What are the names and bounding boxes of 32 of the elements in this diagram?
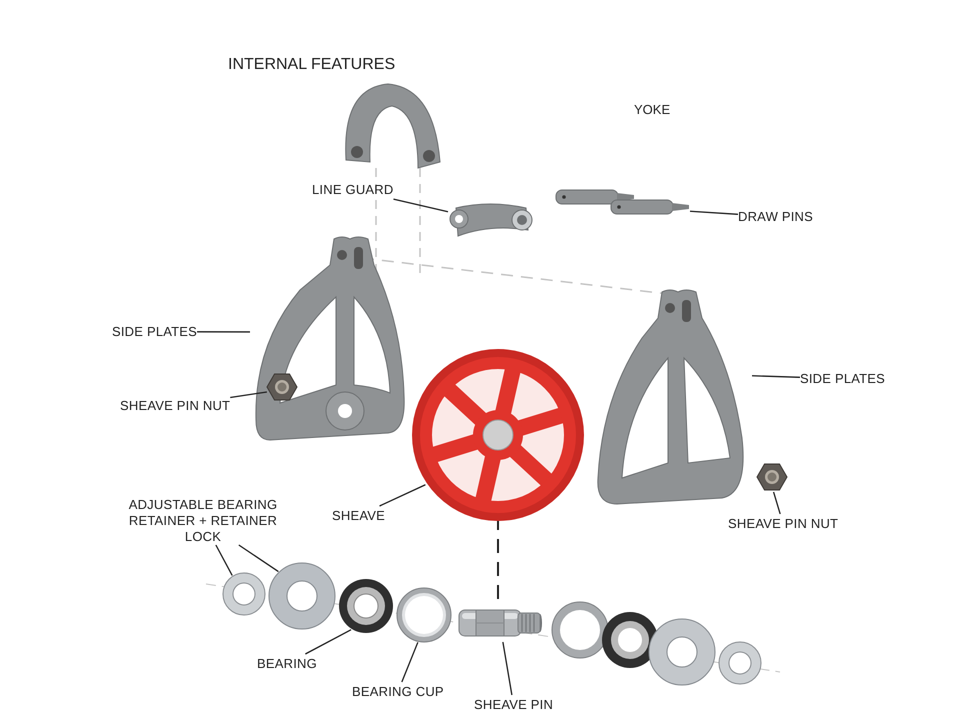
part-label: DRAW PINS (738, 207, 813, 226)
diagram-title: INTERNAL FEATURES (228, 55, 396, 75)
leader-line (393, 198, 448, 212)
hex-nut-drawing (266, 372, 298, 402)
part-label: SHEAVE (332, 506, 385, 526)
leader-line (305, 629, 352, 655)
part-label: SHEAVE PIN (474, 695, 554, 714)
bearing-cup-drawing (396, 587, 452, 643)
leader-line (690, 210, 738, 215)
part-label: SHEAVE PIN NUT (120, 396, 230, 416)
hex-nut-drawing (756, 462, 788, 492)
leader-line (502, 642, 513, 696)
part-label: LINE GUARD (312, 180, 394, 200)
leader-line (379, 484, 426, 507)
leader-line (230, 391, 267, 398)
leader-line (215, 544, 233, 576)
part-label: BEARING (257, 654, 317, 674)
leader-line (238, 544, 279, 572)
part-label: SIDE PLATES (800, 369, 886, 388)
part-label: ADJUSTABLE BEARING RETAINER + RETAINER LOCK (118, 497, 288, 545)
part-label: YOKE (634, 101, 670, 119)
part-label: SHEAVE PIN NUT (728, 514, 838, 534)
sheave-drawing (410, 347, 586, 523)
leader-line (772, 492, 781, 514)
part-label: BEARING CUP (352, 682, 444, 702)
lock-washer-drawing (222, 572, 266, 616)
leader-line (401, 642, 418, 682)
bearing-retainer-drawing (268, 562, 336, 630)
part-label: SIDE PLATES (112, 322, 198, 342)
bearing-drawing (338, 578, 394, 634)
leader-line (197, 331, 250, 333)
leader-line (752, 375, 800, 378)
